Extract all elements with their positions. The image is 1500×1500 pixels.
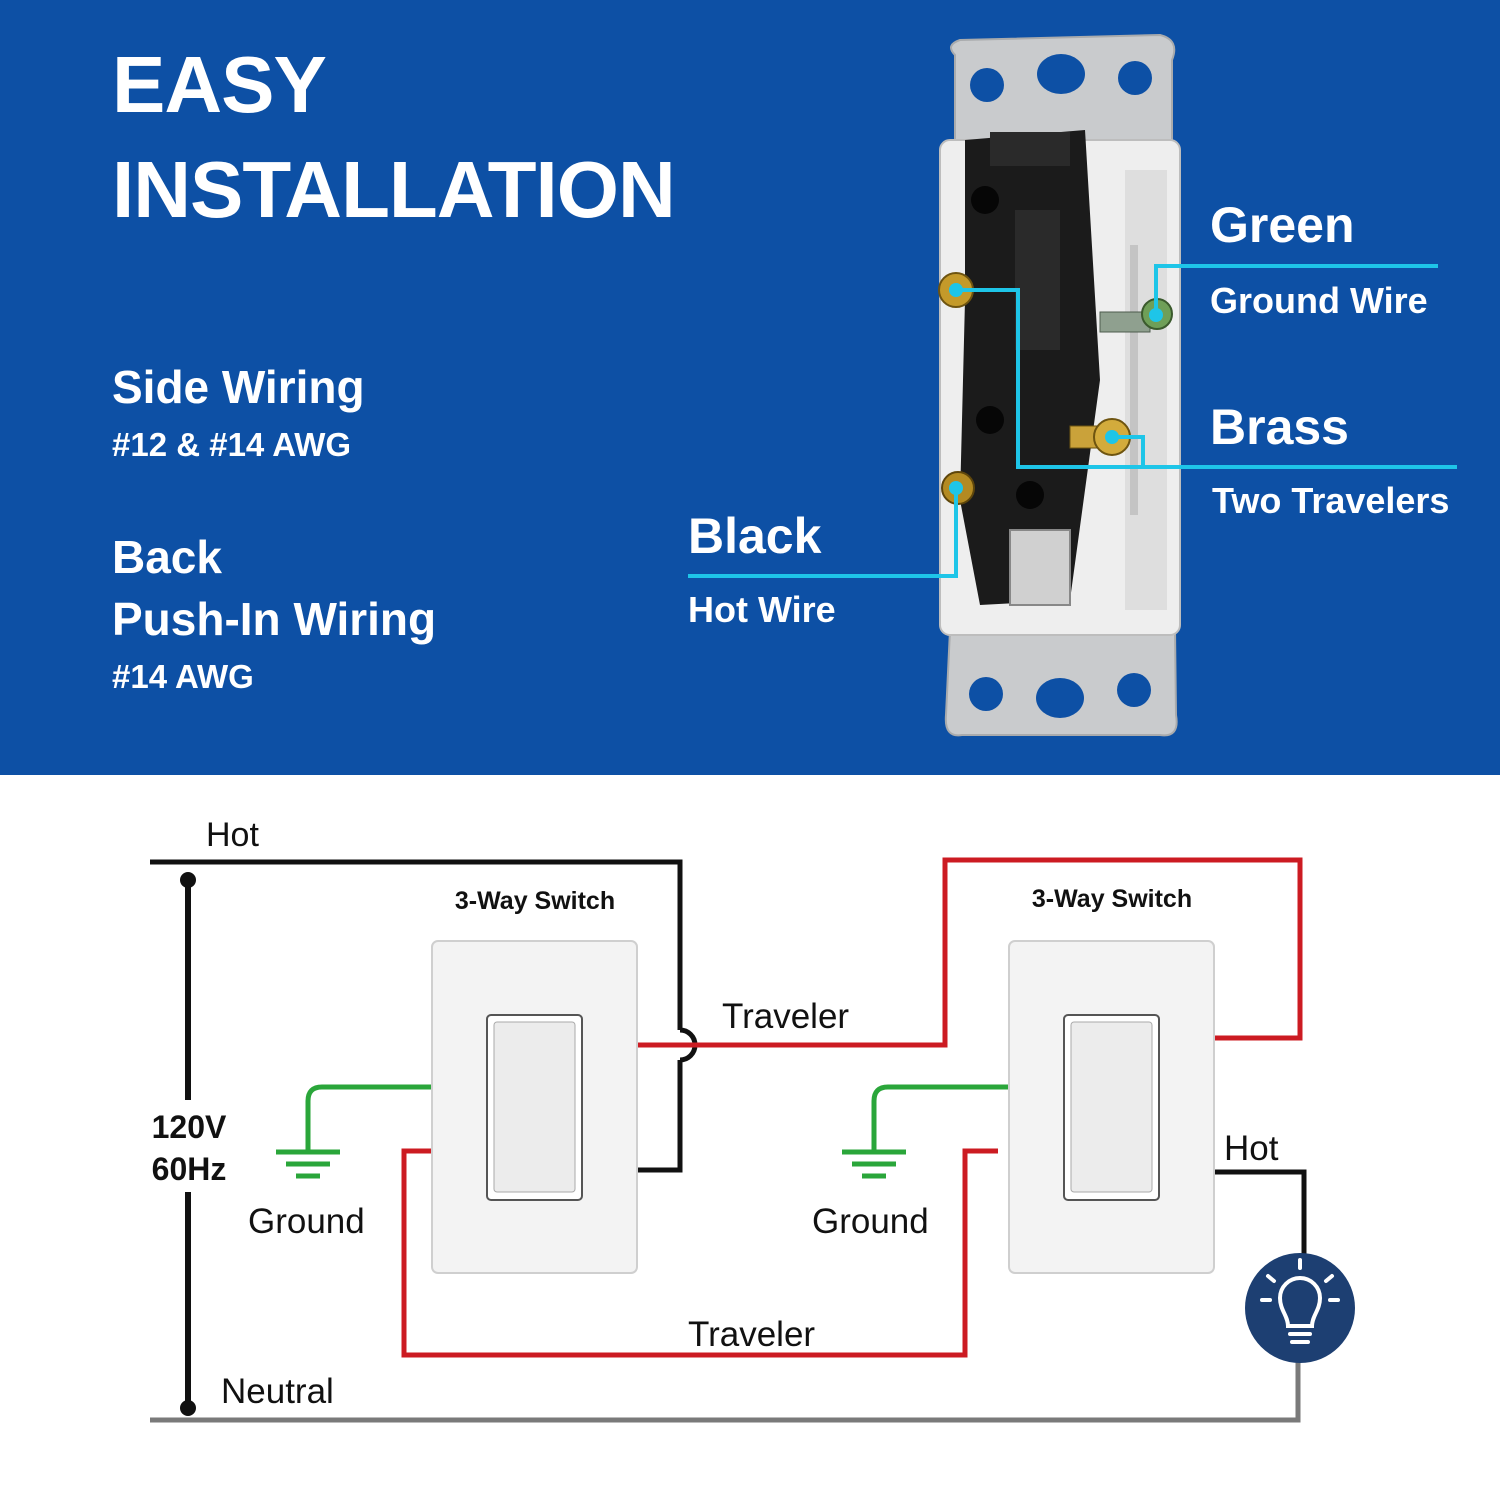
traveler-top-label: Traveler: [722, 997, 849, 1036]
ground-wires: [305, 1084, 1008, 1152]
traveler-top-wire: [638, 857, 1303, 1048]
callout-dots: [949, 283, 1163, 495]
callout-lines: [688, 264, 1457, 578]
switch-device-icon: [939, 33, 1181, 737]
neutral-label: Neutral: [221, 1372, 334, 1411]
back-wiring-title-1: Back: [112, 531, 222, 583]
switch-plate-icon: [431, 940, 638, 1274]
panel-background: [0, 0, 1500, 775]
ground-left-label: Ground: [248, 1202, 365, 1241]
side-wiring-gauge: #12 & #14 AWG: [112, 426, 352, 463]
side-hot-callout-line: [956, 288, 1143, 469]
voltage-label-1: 120V: [152, 1109, 227, 1145]
hot-top-label: Hot: [206, 816, 259, 854]
switch-right-label: 3-Way Switch: [1032, 885, 1192, 913]
switch-mechanism: [960, 130, 1100, 605]
traveler-bottom-wire: [401, 1148, 998, 1358]
ground-right-label: Ground: [812, 1202, 929, 1241]
side-wiring-title: Side Wiring: [112, 361, 365, 413]
traveler-bottom-label: Traveler: [688, 1315, 815, 1354]
light-bulb-icon: [1245, 1253, 1355, 1363]
callout-dot: [1105, 430, 1119, 444]
neutral-wire: [150, 1360, 1301, 1423]
voltage-bar: [180, 872, 196, 1416]
installation-panel: EASY INSTALLATION Side Wiring #12 & #14 …: [0, 0, 1500, 775]
bulb-glass: [1277, 1276, 1323, 1328]
green-callout-title: Green: [1210, 197, 1355, 253]
strap-hole: [970, 68, 1004, 102]
mechanism-clip: [1009, 529, 1071, 606]
callout-dot: [949, 283, 963, 297]
header-line-1: EASY: [112, 40, 327, 129]
green-callout-line: [1154, 264, 1438, 315]
switch-side-rib: [1130, 245, 1138, 515]
strap-hole: [1118, 61, 1152, 95]
brass-callout-sub: Two Travelers: [1212, 480, 1450, 521]
back-wiring-title-2: Push-In Wiring: [112, 593, 437, 645]
voltage-dot-bottom: [180, 1400, 196, 1416]
rocker-left: [493, 1021, 576, 1193]
wiring-diagram: Hot 120V 60Hz 3-Way Switch 3-Way Switch …: [150, 816, 1355, 1423]
switch-left-label: 3-Way Switch: [455, 887, 615, 915]
mechanism-label: [1015, 210, 1060, 350]
traveler-wires: [401, 857, 1303, 1358]
ground-wire-right: [871, 1084, 1008, 1152]
strap-slot: [1037, 54, 1085, 94]
green-callout-sub: Ground Wire: [1210, 280, 1428, 321]
voltage-dot-top: [180, 872, 196, 888]
installation-panel-art: [0, 0, 1500, 775]
push-in-hole: [971, 186, 999, 214]
strap-hole: [1117, 673, 1151, 707]
switch-plate-icon: [1008, 940, 1215, 1274]
header-line-2: INSTALLATION: [112, 145, 676, 234]
callout-dot: [1149, 308, 1163, 322]
mechanism-head: [990, 132, 1070, 166]
ground-symbol-icon: [276, 1149, 340, 1179]
push-in-hole: [976, 406, 1004, 434]
hot-common-wire: [638, 1060, 683, 1173]
black-callout-title: Black: [688, 508, 822, 564]
hot-right-label: Hot: [1224, 1129, 1279, 1168]
back-wiring-gauge: #14 AWG: [112, 658, 254, 695]
push-in-hole: [1016, 481, 1044, 509]
black-callout-sub: Hot Wire: [688, 589, 836, 630]
strap-hole: [969, 677, 1003, 711]
hot-load-wire: [1214, 1169, 1307, 1258]
black-callout-line: [688, 488, 958, 578]
ground-symbol-icon: [842, 1149, 906, 1179]
voltage-label-2: 60Hz: [152, 1151, 227, 1187]
rocker-right: [1070, 1021, 1153, 1193]
brass-callout-title: Brass: [1210, 399, 1349, 455]
callout-dot: [949, 481, 963, 495]
hot-supply-wire: [150, 859, 683, 1030]
ground-wire-left: [305, 1084, 432, 1152]
strap-slot: [1036, 678, 1084, 718]
brass-callout-line: [1112, 435, 1457, 469]
